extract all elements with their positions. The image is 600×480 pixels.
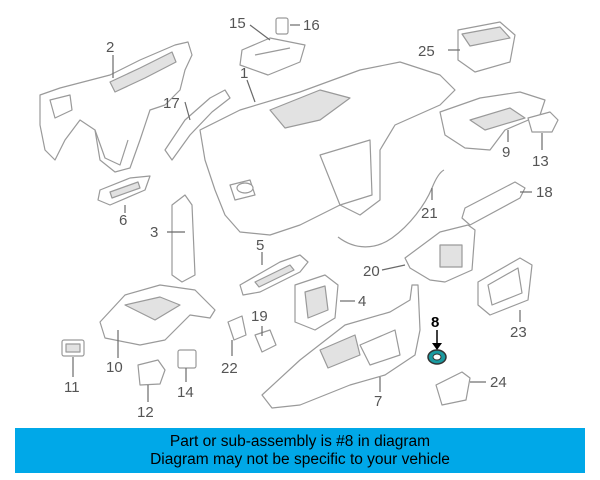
part-7-lower-panel xyxy=(261,284,421,409)
callout-25: 25 xyxy=(418,43,435,60)
part-24-small-trim xyxy=(435,371,471,406)
callout-13: 13 xyxy=(532,153,549,170)
info-banner: Part or sub-assembly is #8 in diagram Di… xyxy=(15,428,585,473)
part-1-instrument-panel xyxy=(199,61,456,236)
parts-diagram: 2 1 3 4 5 6 7 8 9 10 11 12 13 14 15 16 1… xyxy=(39,15,559,421)
part-9-glovebox xyxy=(439,91,546,151)
part-21-cable xyxy=(337,169,445,248)
callout-4: 4 xyxy=(358,293,366,310)
part-4-bracket xyxy=(294,274,339,331)
part-14-clip xyxy=(177,349,197,369)
banner-line-1: Part or sub-assembly is #8 in diagram xyxy=(169,432,431,450)
callout-20: 20 xyxy=(363,263,380,280)
part-3-side-trim xyxy=(171,194,196,283)
part-11-clip xyxy=(61,339,85,357)
part-13-bracket xyxy=(527,111,559,133)
banner-line-2: Diagram may not be specific to your vehi… xyxy=(150,450,450,468)
part-19-small-bracket xyxy=(254,329,277,353)
part-5-panel-strip xyxy=(239,254,309,296)
callout-lines xyxy=(72,24,543,402)
callout-24: 24 xyxy=(490,374,507,391)
callout-14: 14 xyxy=(177,384,194,401)
callout-3: 3 xyxy=(150,224,158,241)
callout-labels: 2 1 3 4 5 6 7 8 9 10 11 12 13 14 15 16 1… xyxy=(64,15,553,421)
part-22-small-bracket xyxy=(227,315,247,341)
callout-21: 21 xyxy=(421,205,438,222)
callout-5: 5 xyxy=(256,237,264,254)
callout-1: 1 xyxy=(240,65,248,82)
callout-8-highlighted: 8 xyxy=(431,314,439,331)
callout-2: 2 xyxy=(106,39,114,56)
part-16-clip xyxy=(275,17,289,35)
callout-16: 16 xyxy=(303,17,320,34)
part-20-center-bezel xyxy=(404,224,476,283)
part-10-lower-bracket xyxy=(99,284,216,346)
callout-9: 9 xyxy=(502,144,510,161)
part-12-clip xyxy=(137,359,166,386)
callout-6: 6 xyxy=(119,212,127,229)
part-23-frame xyxy=(477,257,533,316)
callout-18: 18 xyxy=(536,184,553,201)
part-6-vent xyxy=(97,175,151,206)
callout-23: 23 xyxy=(510,324,527,341)
callout-19: 19 xyxy=(251,308,268,325)
callout-10: 10 xyxy=(106,359,123,376)
part-18-top-cover xyxy=(461,181,526,226)
part-8-highlighted xyxy=(427,349,447,365)
callout-12: 12 xyxy=(137,404,154,421)
callout-15: 15 xyxy=(229,15,246,32)
part-25-storage-box xyxy=(457,21,516,73)
callout-7: 7 xyxy=(374,393,382,410)
part-15-lid xyxy=(239,37,306,76)
callout-22: 22 xyxy=(221,360,238,377)
callout-11: 11 xyxy=(64,379,80,396)
part-17-trim-strip xyxy=(164,89,231,161)
part-2-cross-beam xyxy=(39,41,193,173)
callout-17: 17 xyxy=(163,95,180,112)
